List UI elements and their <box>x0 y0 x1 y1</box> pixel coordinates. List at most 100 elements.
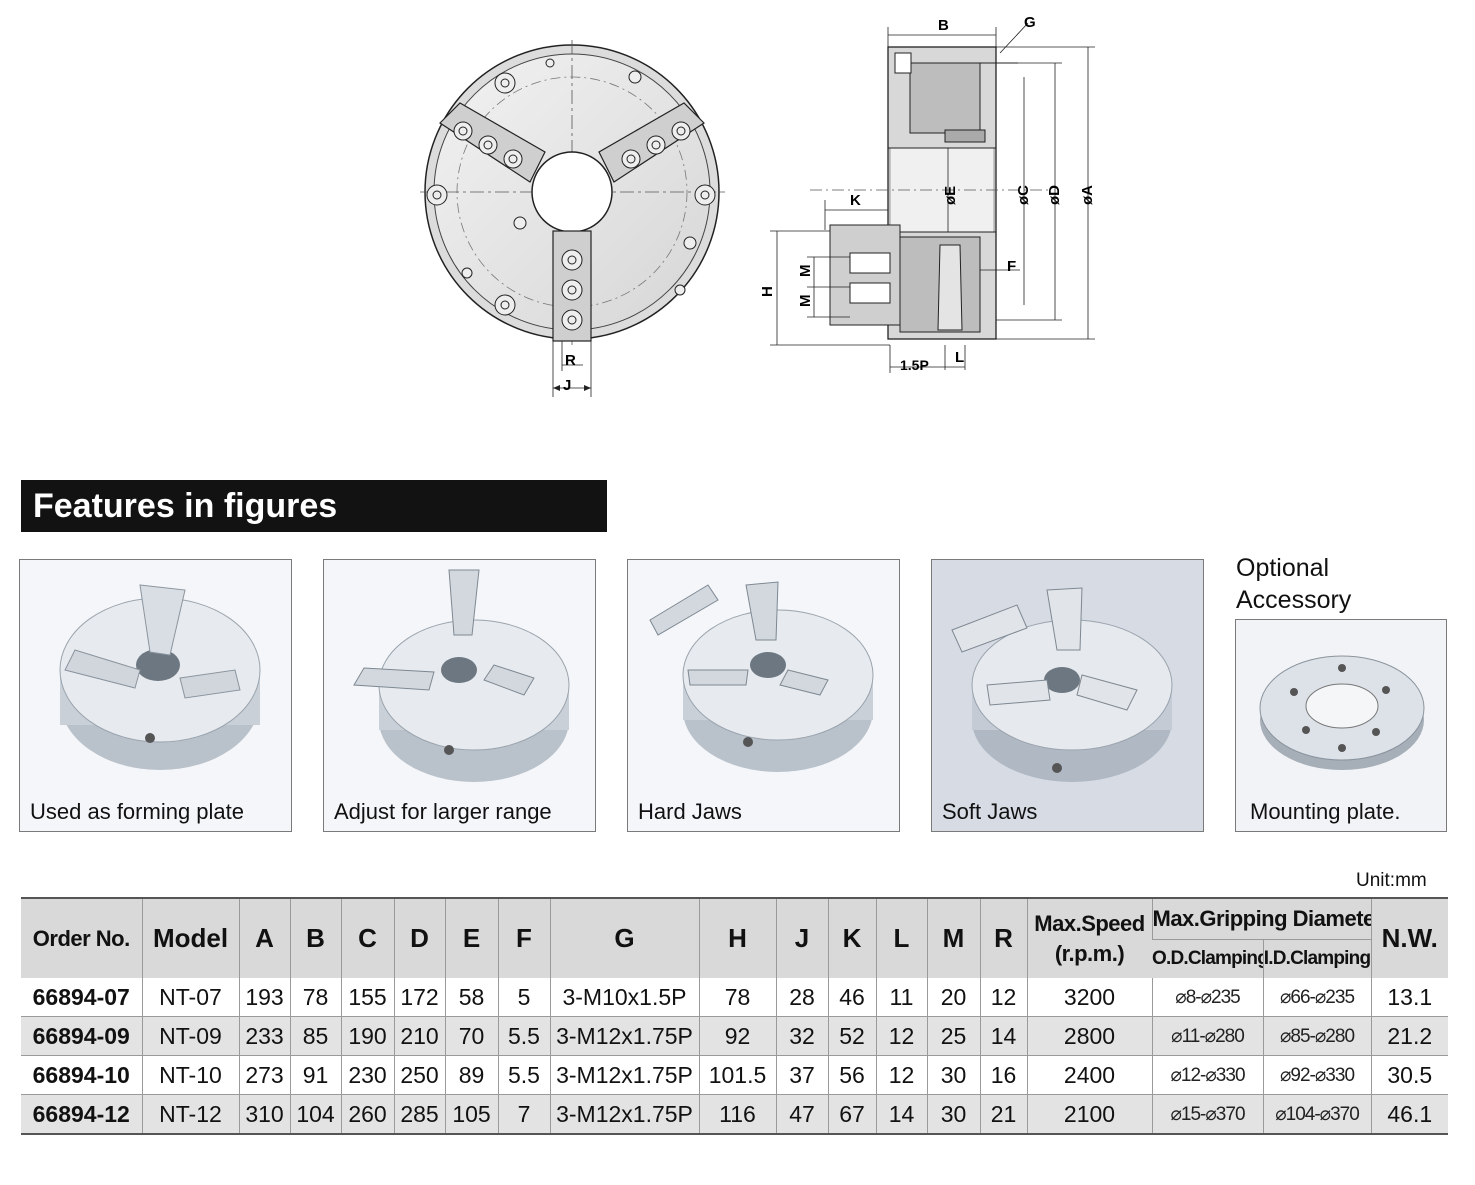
cell-e: 89 <box>444 1055 498 1095</box>
header-f: F <box>497 897 550 978</box>
cell-b: 104 <box>289 1094 341 1135</box>
cell-h: 101.5 <box>698 1055 776 1095</box>
jaw-top-right <box>598 102 705 183</box>
unit-label: Unit:mm <box>1356 870 1427 891</box>
header-j: J <box>775 897 828 978</box>
cell-od: ⌀11-⌀280 <box>1151 1016 1263 1056</box>
cell-r: 12 <box>979 978 1027 1017</box>
cell-c: 260 <box>340 1094 394 1135</box>
header-m: M <box>926 897 980 978</box>
soft-jaws-photo <box>951 587 1173 782</box>
cell-od: ⌀12-⌀330 <box>1151 1055 1263 1095</box>
dim-label-K: K <box>850 192 861 209</box>
header-a: A <box>238 897 290 978</box>
cell-order: 66894-09 <box>21 1016 142 1056</box>
header-max-speed: Max.Speed (r.p.m.) <box>1026 897 1152 978</box>
header-r: R <box>979 897 1027 978</box>
cell-e: 105 <box>444 1094 498 1135</box>
cell-a: 310 <box>238 1094 290 1135</box>
cell-f: 5.5 <box>497 1016 550 1056</box>
cell-m: 20 <box>926 978 980 1017</box>
header-k: K <box>827 897 876 978</box>
cell-r: 14 <box>979 1016 1027 1056</box>
dim-label-L: L <box>955 349 964 366</box>
dim-label-D: øD <box>1046 185 1063 205</box>
header-e: E <box>444 897 498 978</box>
cell-nw: 46.1 <box>1370 1094 1448 1135</box>
dim-label-A: øA <box>1079 185 1096 205</box>
feature-tile-larger-range: Adjust for larger range <box>323 559 596 832</box>
cell-h: 92 <box>698 1016 776 1056</box>
dim-label-J: J <box>563 377 571 394</box>
cell-g: 3-M12x1.75P <box>549 1016 699 1056</box>
cell-id: ⌀66-⌀235 <box>1262 978 1371 1017</box>
cell-a: 233 <box>238 1016 290 1056</box>
cell-g: 3-M12x1.75P <box>549 1094 699 1135</box>
optional-label-line2: Accessory <box>1236 586 1352 614</box>
cell-l: 12 <box>875 1055 927 1095</box>
cell-m: 30 <box>926 1055 980 1095</box>
cell-model: NT-09 <box>141 1016 239 1056</box>
cell-h: 78 <box>698 978 776 1017</box>
cell-d: 285 <box>393 1094 445 1135</box>
cell-speed: 2800 <box>1026 1016 1152 1056</box>
feature-caption: Mounting plate. <box>1250 799 1401 824</box>
cell-model: NT-10 <box>141 1055 239 1095</box>
dim-label-H: H <box>759 286 776 297</box>
dim-label-M1: M <box>797 265 814 278</box>
hard-jaws-photo <box>649 581 874 772</box>
cell-h: 116 <box>698 1094 776 1135</box>
chuck-front-view-drawing: R J <box>420 40 725 397</box>
cell-j: 32 <box>775 1016 828 1056</box>
cell-e: 58 <box>444 978 498 1017</box>
cell-speed: 2400 <box>1026 1055 1152 1095</box>
feature-tile-hard-jaws: Hard Jaws <box>627 559 900 832</box>
cell-b: 91 <box>289 1055 341 1095</box>
forming-plate-photo <box>59 584 261 770</box>
feature-caption: Used as forming plate <box>30 799 244 824</box>
cell-id: ⌀85-⌀280 <box>1262 1016 1371 1056</box>
cell-j: 37 <box>775 1055 828 1095</box>
header-nw: N.W. <box>1370 897 1448 978</box>
cell-f: 5.5 <box>497 1055 550 1095</box>
cell-speed: 2100 <box>1026 1094 1152 1135</box>
header-max-speed-line2: (r.p.m.) <box>1054 940 1125 966</box>
cell-c: 190 <box>340 1016 394 1056</box>
cell-l: 12 <box>875 1016 927 1056</box>
larger-range-photo <box>353 569 570 782</box>
cell-a: 193 <box>238 978 290 1017</box>
cell-k: 56 <box>827 1055 876 1095</box>
cell-od: ⌀8-⌀235 <box>1151 978 1263 1017</box>
mounting-plate-photo <box>1259 655 1425 770</box>
cell-g: 3-M12x1.75P <box>549 1055 699 1095</box>
cell-model: NT-07 <box>141 978 239 1017</box>
cell-m: 25 <box>926 1016 980 1056</box>
header-max-gripping-diameter: Max.Gripping Diameter <box>1151 897 1371 940</box>
cell-k: 67 <box>827 1094 876 1135</box>
header-c: C <box>340 897 394 978</box>
cell-g: 3-M10x1.5P <box>549 978 699 1017</box>
cell-k: 52 <box>827 1016 876 1056</box>
cell-od: ⌀15-⌀370 <box>1151 1094 1263 1135</box>
cell-f: 7 <box>497 1094 550 1135</box>
cell-a: 273 <box>238 1055 290 1095</box>
optional-label-line1: Optional <box>1236 554 1330 582</box>
cell-nw: 13.1 <box>1370 978 1448 1017</box>
cell-speed: 3200 <box>1026 978 1152 1017</box>
cell-id: ⌀92-⌀330 <box>1262 1055 1371 1095</box>
dim-label-C: øC <box>1015 185 1032 205</box>
cell-k: 46 <box>827 978 876 1017</box>
cell-model: NT-12 <box>141 1094 239 1135</box>
feature-tile-mounting-plate: Mounting plate. <box>1235 619 1447 832</box>
cell-order: 66894-12 <box>21 1094 142 1135</box>
header-od-clamping: O.D.Clamping <box>1152 939 1263 978</box>
dim-label-G: G <box>1024 14 1036 31</box>
cell-d: 210 <box>393 1016 445 1056</box>
jaw-bottom <box>552 230 592 342</box>
cell-l: 11 <box>875 978 927 1017</box>
cell-d: 172 <box>393 978 445 1017</box>
features-header: Features in figures <box>21 480 607 532</box>
